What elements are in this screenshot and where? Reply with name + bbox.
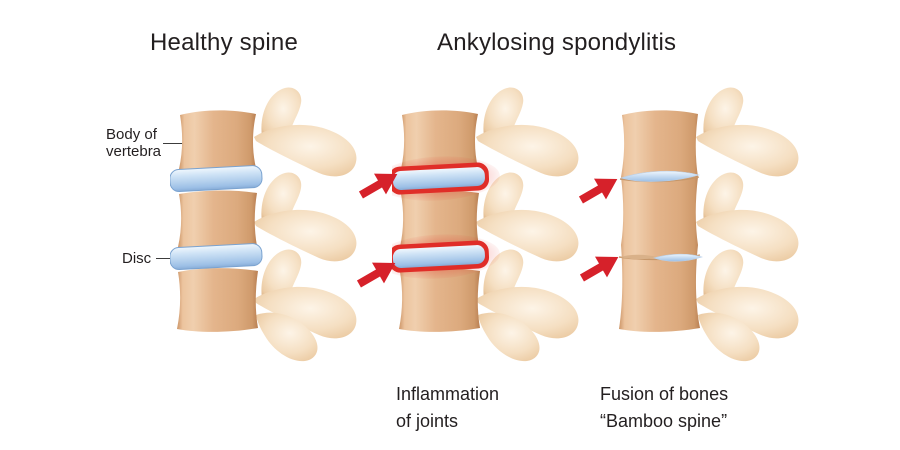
healthy-spine-graphic [170,85,370,365]
posterior-processes [696,87,798,361]
vertebral-bodies [399,110,480,332]
fused-spine-illustration [612,85,812,365]
ankylosing-spondylitis-title: Ankylosing spondylitis [437,29,677,56]
posterior-processes [476,87,578,361]
inflamed-spine-illustration [392,85,592,365]
fused-vertebral-column [619,110,700,332]
healthy-spine-illustration [170,85,370,365]
fused-disc-remnant-lower-sliver [620,254,657,260]
body-of-vertebra-label-line2: vertebra [106,143,162,160]
inflamed-spine-graphic [392,85,592,365]
inflammation-arrow-upper-icon [358,173,398,199]
fused-spine-graphic [618,85,812,365]
fusion-caption-line1: Fusion of bones [600,384,729,404]
inflamed-disc-upper [392,153,502,204]
intervertebral-disc-lower [170,242,263,271]
posterior-processes [254,87,356,361]
fusion-caption-line2: “Bamboo spine” [600,411,728,431]
body-of-vertebra-label-line1: Body of [106,126,157,143]
vertebral-bodies [177,110,258,332]
disc-label: Disc [122,250,152,267]
fusion-caption: Fusion of bones “Bamboo spine” [600,381,728,435]
inflammation-caption-line2: of joints [396,411,459,431]
body-of-vertebra-label: Body of vertebra [106,126,161,160]
fused-disc-remnant-upper [619,170,701,182]
inflammation-arrow-lower-icon [356,262,396,288]
fused-disc-remnant-lower [653,253,703,262]
inflamed-disc-lower [392,231,502,282]
inflammation-caption-line1: Inflammation [396,384,500,404]
intervertebral-disc-upper [170,164,263,193]
fusion-arrow-lower-icon [579,256,619,282]
inflammation-caption: Inflammation of joints [396,381,499,435]
fusion-arrow-upper-icon [578,178,618,204]
healthy-spine-title: Healthy spine [150,29,299,56]
